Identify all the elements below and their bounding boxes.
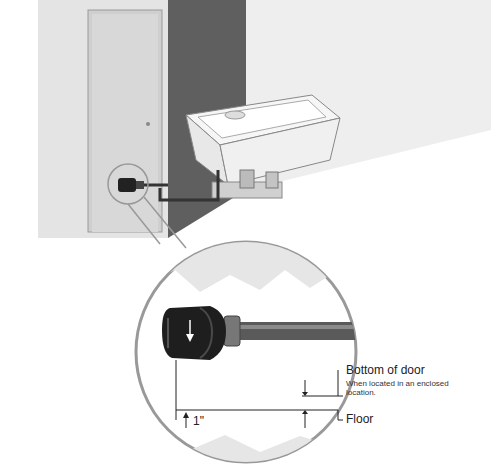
door xyxy=(88,10,162,232)
dimension-value: 1" xyxy=(193,415,204,429)
wall-cutaway xyxy=(130,240,370,292)
door-knob xyxy=(146,122,150,126)
leader-line xyxy=(144,197,186,248)
floor-label: Floor xyxy=(346,413,373,427)
detail-callout xyxy=(108,164,148,204)
cable xyxy=(236,322,376,340)
strain-relief xyxy=(224,316,240,346)
enclosed-note: When located in an enclosed location. xyxy=(346,379,466,397)
plug-small xyxy=(118,178,168,192)
door-bottom-label: Bottom of door xyxy=(346,364,425,378)
door-panel xyxy=(92,14,158,232)
plug xyxy=(162,306,226,360)
bathtub xyxy=(160,95,340,200)
floor-cutaway xyxy=(130,430,370,470)
dimension-lines xyxy=(176,360,343,428)
